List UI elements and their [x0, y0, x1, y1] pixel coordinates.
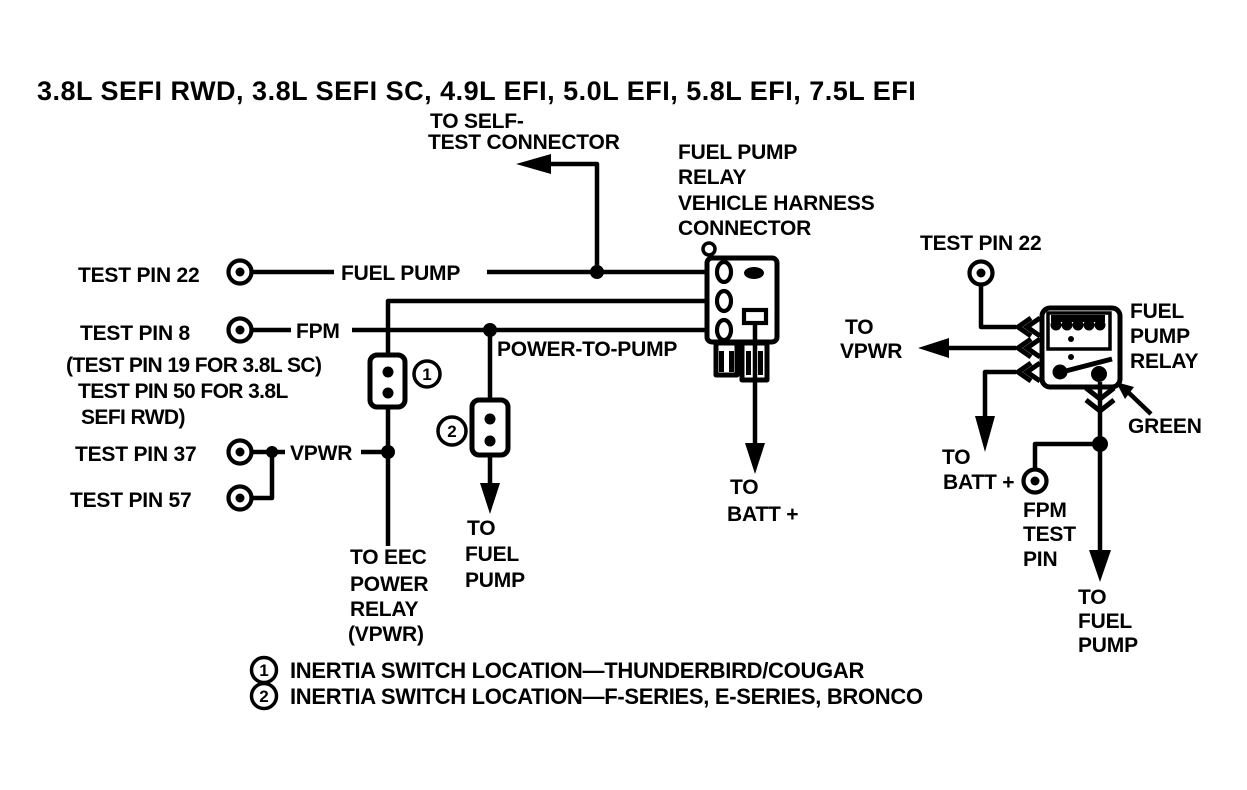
detail-to-fuel-pump-line2: FUEL	[1078, 610, 1132, 633]
pin8-note-line1: (TEST PIN 19 FOR 3.8L SC)	[66, 354, 321, 377]
detail-to-batt-line2: BATT +	[943, 471, 1014, 494]
to-eec-line2: POWER	[350, 573, 428, 596]
to-batt-line2: BATT +	[727, 503, 798, 526]
legend-item-1-text: INERTIA SWITCH LOCATION—THUNDERBIRD/COUG…	[290, 658, 864, 683]
main-circuit: TO SELF- TEST CONNECTOR FUEL PUMP RELAY …	[66, 110, 875, 646]
relay-label-line2: PUMP	[1130, 325, 1190, 348]
connector-mount-ear	[701, 241, 717, 257]
test-pin-22-terminal	[226, 258, 254, 286]
to-eec-line3: RELAY	[350, 598, 418, 621]
green-pointer-line	[1126, 390, 1153, 416]
to-fuel-pump-line2: FUEL	[465, 543, 519, 566]
connector-pin-3	[714, 317, 734, 343]
wire-pin22-to-relay	[978, 285, 1016, 330]
harness-connector-label-line3: VEHICLE HARNESS	[678, 192, 875, 215]
detail-to-batt-line1: TO	[942, 446, 970, 469]
connector-pin-1	[714, 259, 734, 285]
wire-vpwr-label: VPWR	[290, 442, 352, 465]
test-pin-8-label: TEST PIN 8	[80, 322, 191, 345]
fuel-pump-relay	[1039, 305, 1123, 390]
harness-connector	[701, 241, 780, 383]
harness-connector-label-line1: FUEL PUMP	[678, 141, 797, 164]
legend-item-1: 1 INERTIA SWITCH LOCATION—THUNDERBIRD/CO…	[249, 655, 865, 685]
green-wire-fletching-icon	[1084, 386, 1116, 415]
wire-switch1-to-connector	[385, 298, 712, 355]
wire-fuel-pump-label: FUEL PUMP	[341, 262, 460, 285]
wire-pin57-branch	[252, 452, 275, 501]
relay-detail-circuit: TEST PIN 22 TO VPWR TO BATT +	[840, 232, 1202, 657]
svg-text:1: 1	[422, 365, 431, 384]
to-fuel-pump-line1: TO	[467, 517, 495, 540]
self-test-label-line1: TO SELF-	[430, 110, 524, 133]
svg-text:2: 2	[259, 687, 268, 706]
test-pin-57-label: TEST PIN 57	[70, 489, 192, 512]
inertia-switch-2	[469, 397, 511, 458]
relay-switch-contacts	[1052, 356, 1113, 382]
to-fuel-pump-line3: PUMP	[465, 569, 525, 592]
green-label: GREEN	[1128, 415, 1202, 438]
relay-coil-icon	[1050, 315, 1106, 331]
inertia-switch-1	[367, 352, 408, 410]
test-pin-8-terminal	[226, 316, 254, 344]
legend-item-2: 2 INERTIA SWITCH LOCATION—F-SERIES, E-SE…	[249, 681, 923, 711]
wire-power-to-pump-label: POWER-TO-PUMP	[497, 338, 677, 361]
fpm-test-pin-line2: TEST	[1023, 523, 1076, 546]
down-arrowhead-icon	[480, 483, 500, 514]
harness-connector-label-line2: RELAY	[678, 166, 746, 189]
svg-text:2: 2	[447, 422, 456, 441]
fpm-test-pin-terminal	[1021, 467, 1049, 495]
self-test-arrowhead-icon	[516, 154, 551, 174]
pin8-note-line3: SEFI RWD)	[81, 406, 185, 429]
to-batt-line1: TO	[730, 476, 758, 499]
pin8-note-line2: TEST PIN 50 FOR 3.8L	[78, 380, 288, 403]
wire-batt-to-relay	[982, 369, 1016, 417]
detail-test-pin-22-label: TEST PIN 22	[920, 232, 1042, 255]
connector-pin-2	[714, 288, 734, 314]
test-pin-22-label: TEST PIN 22	[78, 264, 200, 287]
relay-label-line3: RELAY	[1130, 350, 1198, 373]
inertia-switch-2-marker: 2	[436, 415, 468, 447]
test-pin-37-label: TEST PIN 37	[75, 443, 197, 466]
to-eec-line4: (VPWR)	[348, 623, 424, 646]
to-eec-line1: TO EEC	[350, 546, 427, 569]
detail-test-pin-22-terminal	[967, 259, 995, 287]
legend-item-2-text: INERTIA SWITCH LOCATION—F-SERIES, E-SERI…	[290, 684, 923, 709]
diagram-title: 3.8L SEFI RWD, 3.8L SEFI SC, 4.9L EFI, 5…	[37, 76, 916, 106]
connector-keyway	[744, 267, 764, 279]
inertia-switch-1-marker: 1	[412, 359, 442, 389]
wire-to-self-test	[549, 161, 600, 272]
down-arrowhead-icon	[1089, 550, 1111, 582]
green-pointer-arrowhead-icon	[1116, 382, 1134, 399]
detail-to-fuel-pump-line1: TO	[1078, 586, 1106, 609]
fpm-test-pin-line1: FPM	[1023, 499, 1067, 522]
fpm-test-pin-line3: PIN	[1023, 548, 1057, 571]
self-test-label-line2: TEST CONNECTOR	[428, 131, 620, 154]
left-arrowhead-icon	[918, 338, 949, 358]
test-pin-37-terminal	[226, 438, 254, 466]
wire-fpm-test-pin	[1032, 441, 1100, 469]
test-pin-57-terminal	[226, 484, 254, 512]
wire-fpm-label: FPM	[296, 320, 340, 343]
to-vpwr-line1: TO	[845, 316, 873, 339]
harness-connector-label-line4: CONNECTOR	[678, 217, 811, 240]
to-vpwr-line2: VPWR	[840, 340, 902, 363]
relay-label-line1: FUEL	[1130, 300, 1184, 323]
down-arrowhead-icon	[745, 443, 765, 474]
detail-to-fuel-pump-line3: PUMP	[1078, 634, 1138, 657]
svg-text:1: 1	[259, 661, 268, 680]
down-arrowhead-icon	[975, 416, 995, 452]
connector-slot	[741, 307, 769, 326]
wire-splice-chevrons-icon	[1013, 315, 1042, 384]
legend: 1 INERTIA SWITCH LOCATION—THUNDERBIRD/CO…	[249, 655, 923, 711]
